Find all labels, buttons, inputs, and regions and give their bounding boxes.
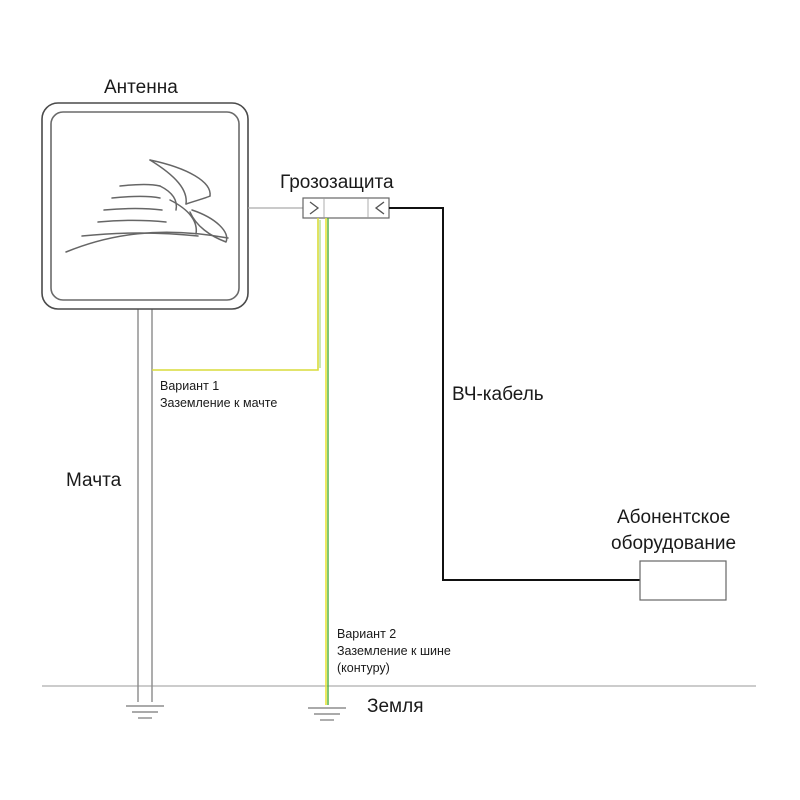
antenna-body — [41, 102, 249, 310]
surge-protector-label: Грозозащита — [280, 172, 394, 193]
sail-logo-icon — [65, 159, 229, 253]
variant2-ground-wire — [325, 218, 329, 705]
variant1-ground-wire — [152, 218, 319, 371]
subscriber-equipment-box — [639, 560, 727, 601]
subscriber-equipment-label-line1: Абонентское — [617, 507, 731, 528]
subscriber-equipment-label-line2: оборудование — [611, 533, 737, 554]
variant1-title: Вариант 1 — [160, 379, 220, 393]
variant2-title: Вариант 2 — [337, 627, 397, 641]
ground-symbol-icon — [308, 707, 346, 721]
chevron-left-icon — [374, 201, 385, 215]
mast-label: Мачта — [66, 470, 122, 491]
ground-label: Земля — [367, 696, 424, 717]
surge-protector — [302, 197, 390, 219]
ground-symbol-icon — [126, 705, 164, 719]
antenna-label: Антенна — [104, 77, 178, 98]
rf-cable — [389, 207, 640, 581]
variant2-desc-line1: Заземление к шине — [337, 644, 451, 658]
variant1-desc: Заземление к мачте — [160, 396, 278, 410]
variant2-desc-line2: (контуру) — [337, 661, 390, 675]
antenna-inner-frame — [50, 111, 240, 301]
mast — [137, 309, 153, 702]
chevron-right-icon — [309, 201, 320, 215]
rf-cable-label: ВЧ-кабель — [452, 384, 544, 405]
